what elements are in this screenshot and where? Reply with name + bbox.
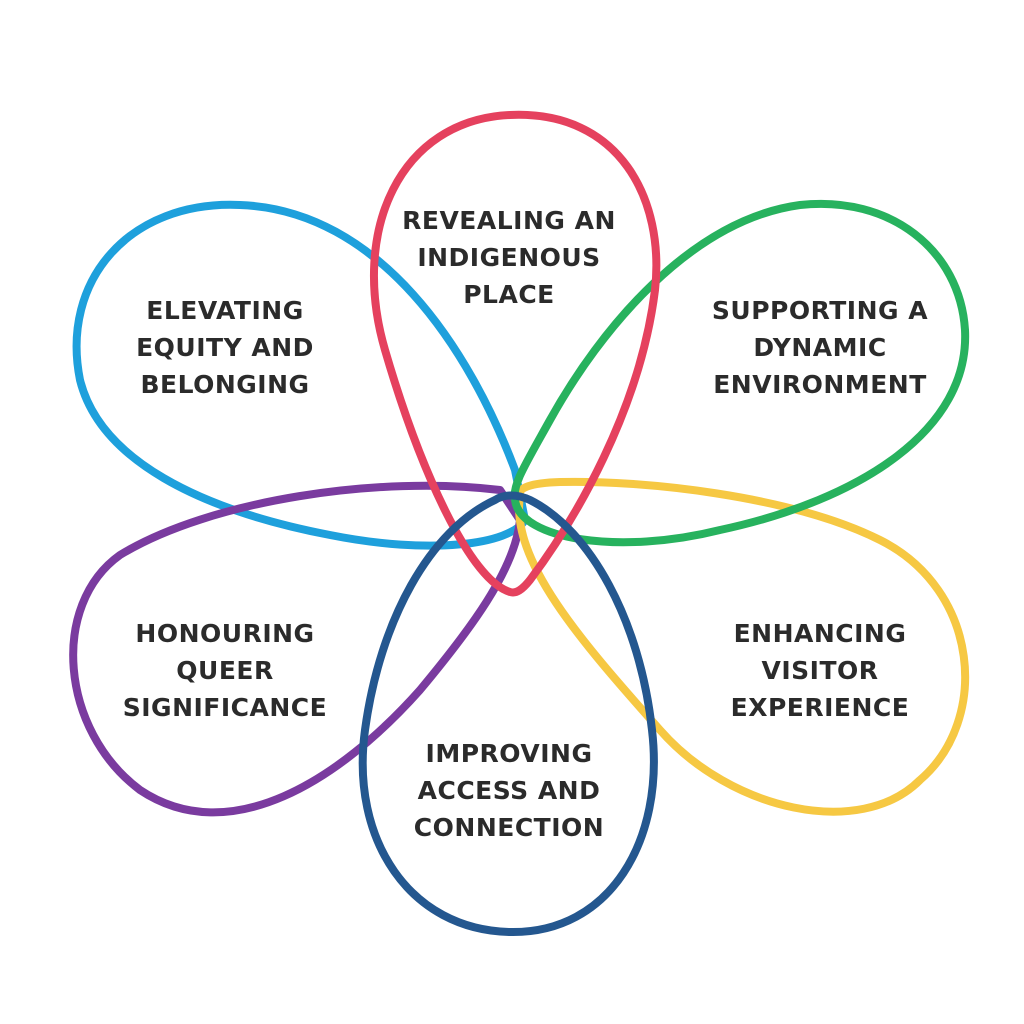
petal-label-enhancing: ENHANCING VISITOR EXPERIENCE (700, 615, 940, 726)
petal-label-honouring: HONOURING QUEER SIGNIFICANCE (105, 615, 345, 726)
label-line: REVEALING AN (402, 206, 616, 235)
label-line: IMPROVING (425, 739, 593, 768)
petal-loop-supporting (510, 199, 970, 547)
petal-loop-revealing (369, 110, 661, 597)
label-line: BELONGING (140, 370, 310, 399)
label-line: ENHANCING (733, 619, 907, 648)
label-line: PLACE (463, 280, 555, 309)
label-line: INDIGENOUS (417, 243, 601, 272)
label-line: HONOURING (135, 619, 315, 648)
label-line: ELEVATING (146, 296, 304, 325)
label-line: ENVIRONMENT (713, 370, 927, 399)
label-line: ACCESS AND (417, 776, 601, 805)
label-line: SUPPORTING A (711, 296, 929, 325)
label-line: QUEER (176, 656, 274, 685)
petal-loop-honouring (69, 481, 524, 817)
label-line: CONNECTION (413, 813, 605, 842)
label-line: EXPERIENCE (730, 693, 910, 722)
label-line: VISITOR (761, 656, 879, 685)
label-line: DYNAMIC (753, 333, 887, 362)
petal-label-revealing: REVEALING AN INDIGENOUS PLACE (389, 202, 629, 313)
petal-loop-enhancing (515, 477, 970, 816)
petal-label-elevating: ELEVATING EQUITY AND BELONGING (105, 292, 345, 403)
label-line: EQUITY AND (136, 333, 314, 362)
petal-loop-improving (358, 491, 658, 937)
petal-label-supporting: SUPPORTING A DYNAMIC ENVIRONMENT (700, 292, 940, 403)
petal-loop-elevating (72, 200, 529, 550)
label-line: SIGNIFICANCE (122, 693, 328, 722)
petal-label-improving: IMPROVING ACCESS AND CONNECTION (389, 735, 629, 846)
